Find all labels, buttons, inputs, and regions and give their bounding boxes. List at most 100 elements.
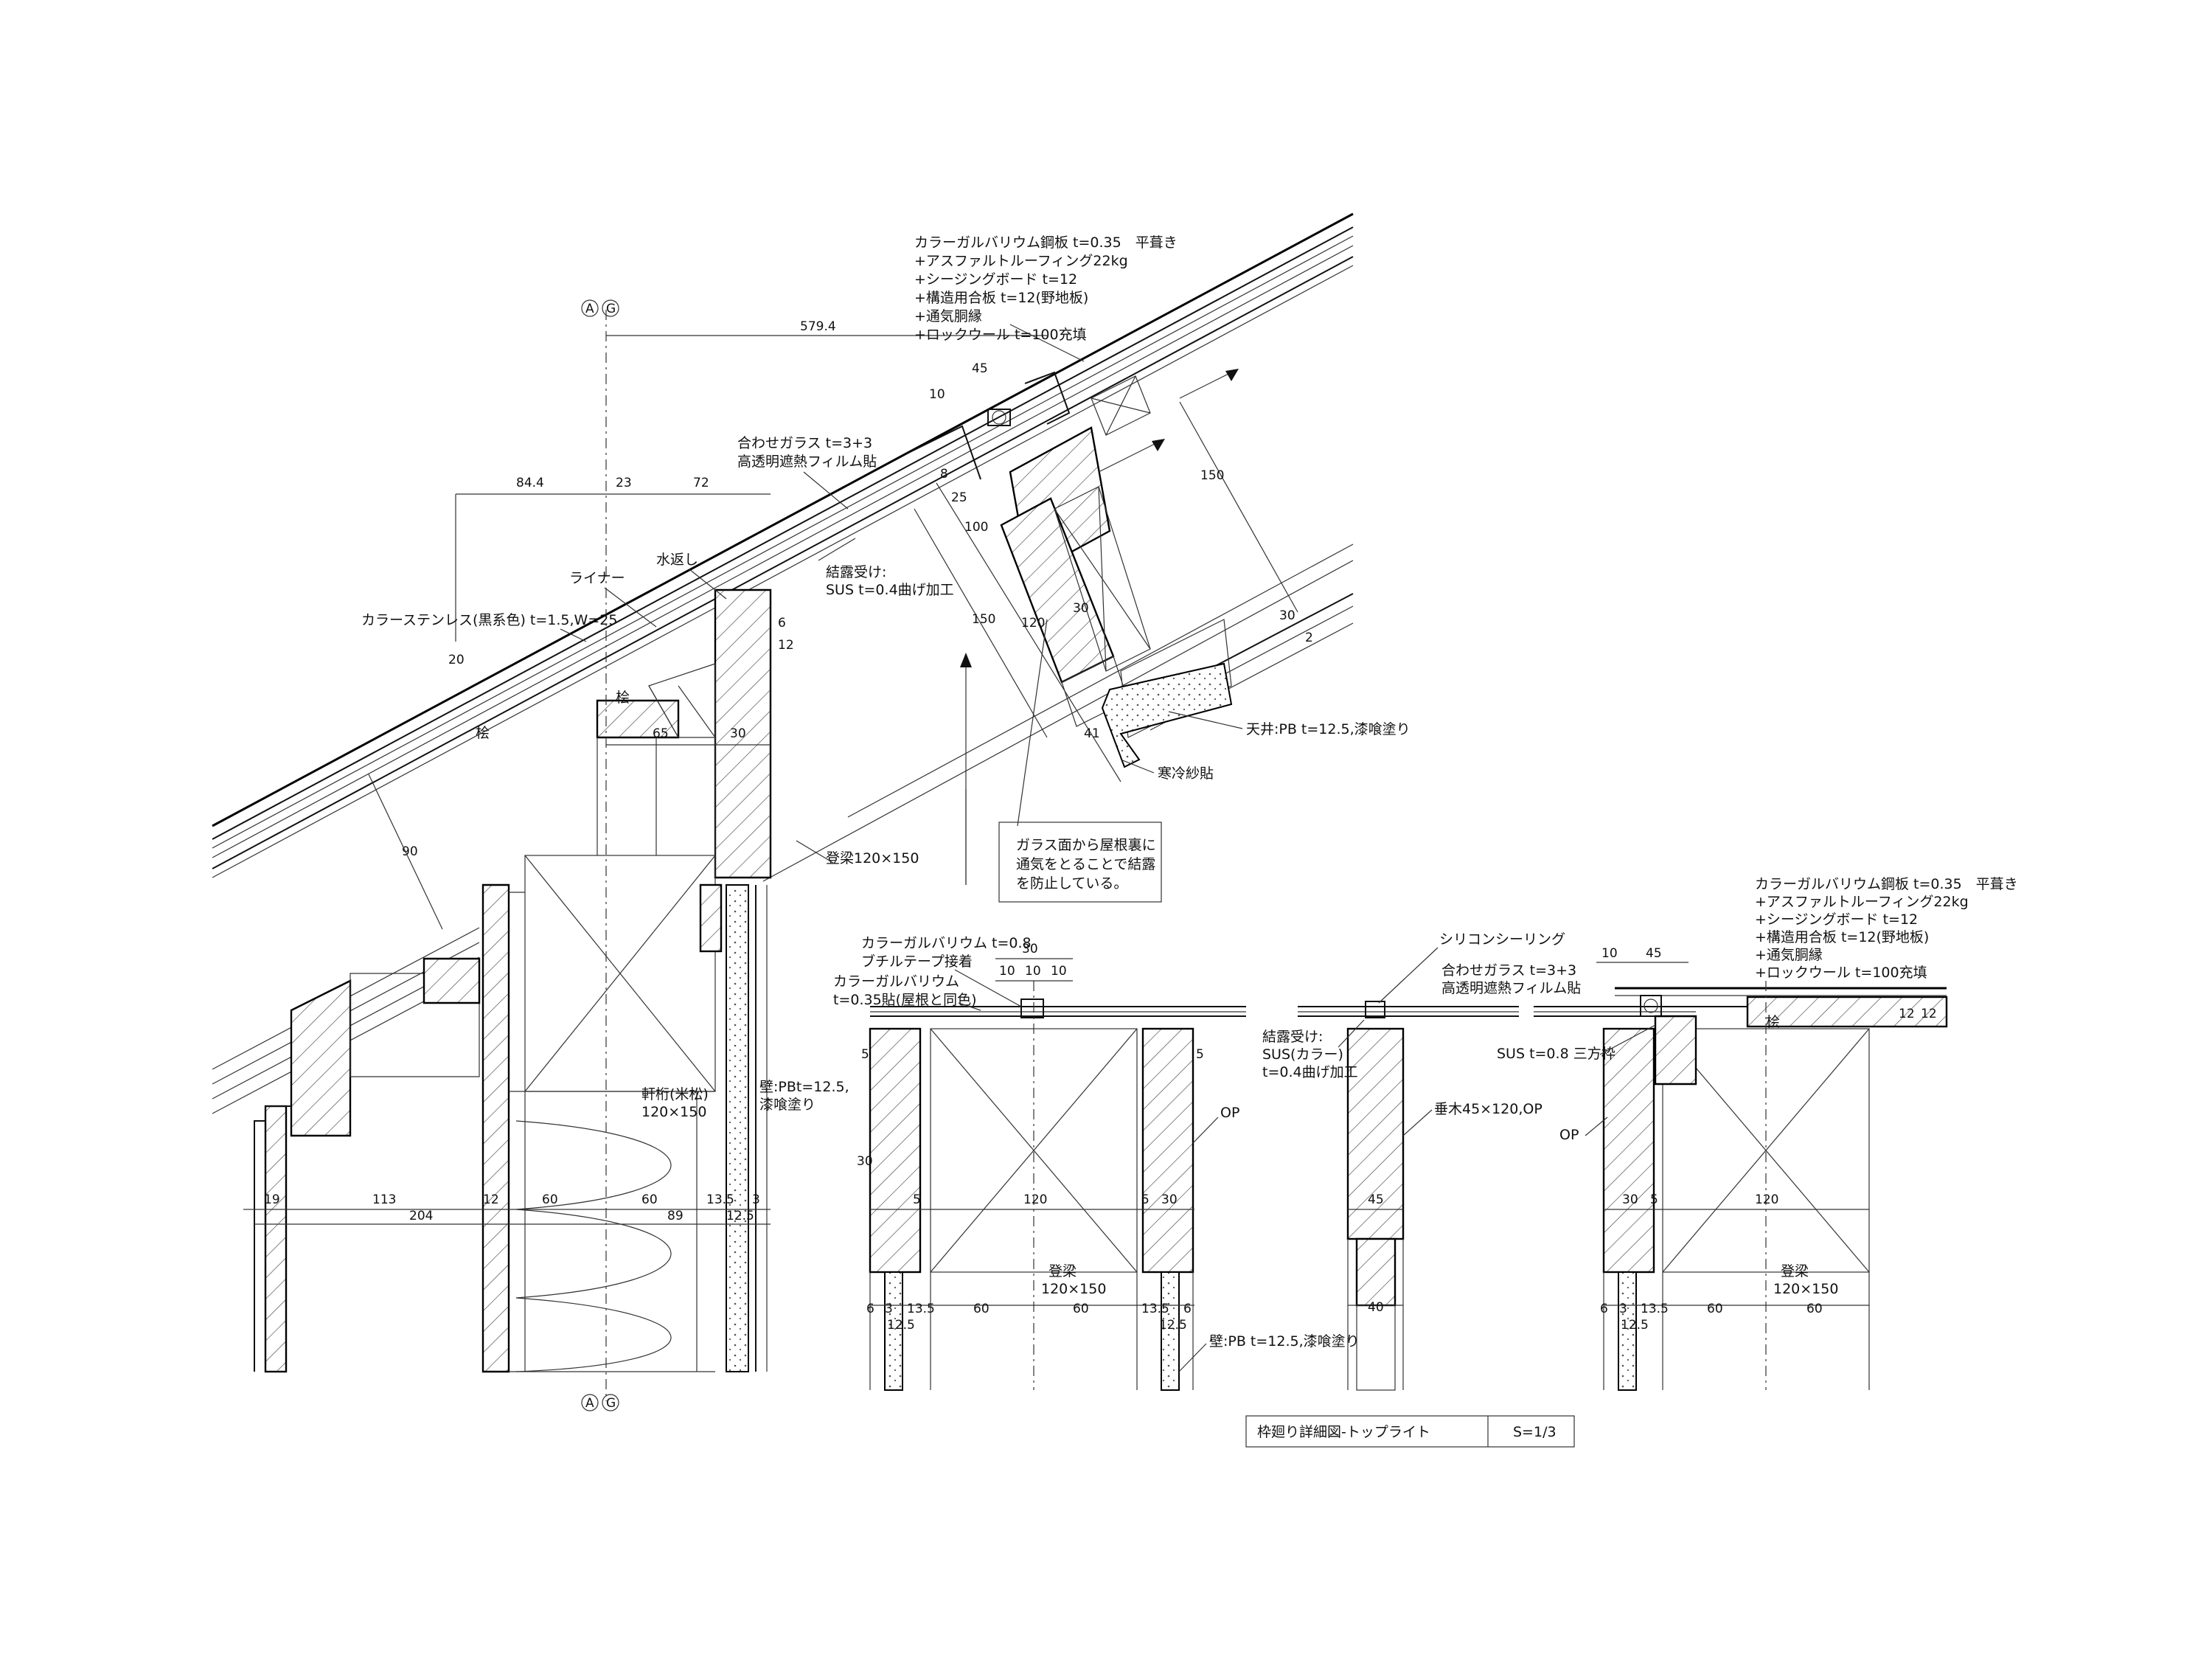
- dim-6: 6: [778, 616, 786, 631]
- grid-label-a-top: A: [585, 302, 594, 316]
- secb-dim-30b: 30: [1161, 1192, 1178, 1207]
- dim-135: 13.5: [706, 1192, 734, 1207]
- roof-spec-line-6: +ロックウール t=100充填: [914, 327, 1087, 343]
- label-stainless: カラーステンレス(黒系色) t=1.5,W=25: [361, 612, 617, 628]
- label-eave-beam-2: 120×150: [641, 1104, 706, 1120]
- dim-150b: 150: [972, 612, 995, 627]
- roof-spec-top: カラーガルバリウム鋼板 t=0.35 平葺き +アスファルトルーフィング22kg…: [914, 235, 1178, 343]
- dim-150: 150: [1200, 468, 1224, 483]
- dim-3: 3: [752, 1192, 760, 1207]
- label-sus-frame: SUS t=0.8 三方枠: [1497, 1046, 1615, 1062]
- dim-12b: 12: [778, 638, 794, 653]
- grid-label-g-bottom: G: [606, 1396, 616, 1411]
- secb-dim-120: 120: [1023, 1192, 1047, 1207]
- secb-dim-135b: 13.5: [1141, 1302, 1169, 1316]
- secb-dim-5a: 5: [913, 1192, 921, 1207]
- roof-spec-r-line-4: +構造用合板 t=12(野地板): [1755, 929, 1929, 945]
- secb-dim-125b: 12.5: [1159, 1318, 1187, 1333]
- secb-dim-60b: 60: [1073, 1302, 1089, 1316]
- label-condensation-1: 結露受け:: [826, 564, 886, 580]
- secd-dim-12b: 12: [1921, 1007, 1937, 1021]
- roof-spec-line-4: +構造用合板 t=12(野地板): [914, 290, 1088, 306]
- roof-spec-right: カラーガルバリウム鋼板 t=0.35 平葺き +アスファルトルーフィング22kg…: [1755, 876, 2018, 981]
- secd-dim-3: 3: [1619, 1302, 1627, 1316]
- label-film: 高透明遮熱フィルム貼: [737, 454, 877, 470]
- grid-marker-a-top: [581, 299, 599, 317]
- dim-20: 20: [448, 653, 465, 667]
- roof-spec-line-2: +アスファルトルーフィング22kg: [914, 253, 1128, 269]
- label-op-d: OP: [1559, 1127, 1579, 1143]
- roof-spec-line-5: +通気胴縁: [914, 308, 982, 324]
- grid-label-a-bottom: A: [585, 1396, 594, 1411]
- label-eave-beam-1: 軒桁(米松): [641, 1086, 709, 1102]
- dim-100: 100: [964, 520, 988, 535]
- secb-dim-5d: 5: [1196, 1047, 1204, 1062]
- dim-125: 12.5: [726, 1209, 754, 1223]
- section-c: 45 40 シリコンシーリング 合わせガラス t=3+3 高透明遮熱フィルム貼 …: [1262, 931, 1581, 1391]
- roof-spec-line-1: カラーガルバリウム鋼板 t=0.35 平葺き: [914, 235, 1178, 251]
- dim-72: 72: [693, 476, 709, 490]
- drawing-title: 枠廻り詳細図-トップライト: [1257, 1424, 1430, 1440]
- section-d: 30 5 120 6 3 13.5 60 60 12.5 10 45 12 12…: [1497, 876, 2018, 1391]
- secd-dim-60a: 60: [1707, 1302, 1723, 1316]
- label-glass-c: 合わせガラス t=3+3: [1441, 962, 1576, 979]
- label-beam-b-d: 120×150: [1773, 1281, 1838, 1297]
- dim-19: 19: [264, 1192, 280, 1207]
- roof-spec-r-line-3: +シージングボード t=12: [1755, 911, 1918, 928]
- dim-60b: 60: [641, 1192, 658, 1207]
- dim-12: 12: [483, 1192, 499, 1207]
- label-beam-b: 120×150: [1041, 1281, 1106, 1297]
- dim-5794: 579.4: [800, 319, 836, 334]
- drawing-scale: S=1/3: [1513, 1424, 1557, 1440]
- secd-dim-12a: 12: [1899, 1007, 1915, 1021]
- title-block: 枠廻り詳細図-トップライト S=1/3: [1245, 1415, 1575, 1448]
- secb-dim-6a: 6: [866, 1302, 874, 1316]
- dim-30b: 30: [1073, 601, 1089, 616]
- dim-844: 84.4: [516, 476, 544, 490]
- roof-section: 19 113 12 60 60 13.5 3 204 89 12.5 579.4…: [212, 212, 1411, 1411]
- label-water-stop: 水返し: [656, 552, 698, 568]
- secd-dim-125: 12.5: [1621, 1318, 1649, 1333]
- roof-spec-r-line-2: +アスファルトルーフィング22kg: [1755, 894, 1969, 910]
- secb-dim-5b: 5: [1141, 1192, 1150, 1207]
- label-silicone: シリコンシーリング: [1439, 931, 1565, 948]
- dim-60: 60: [542, 1192, 558, 1207]
- note-box: [998, 822, 1162, 903]
- secd-dim-45: 45: [1646, 946, 1662, 961]
- label-wall-2: 漆喰塗り: [759, 1096, 815, 1113]
- roof-spec-r-line-1: カラーガルバリウム鋼板 t=0.35 平葺き: [1755, 876, 2018, 892]
- label-cond-color-3: t=0.4曲げ加工: [1262, 1064, 1358, 1080]
- secb-dim-10b: 10: [1025, 964, 1041, 979]
- label-ceiling: 天井:PB t=12.5,漆喰塗り: [1246, 720, 1411, 737]
- dim-45: 45: [972, 361, 988, 376]
- dim-204: 204: [409, 1209, 433, 1223]
- label-galv: カラーガルバリウム: [833, 973, 959, 990]
- label-cold-cloth: 寒冷紗貼: [1158, 765, 1214, 782]
- secb-dim-30top: 30: [1022, 942, 1038, 956]
- label-beam-a-d: 登梁: [1781, 1263, 1809, 1279]
- dim-23: 23: [616, 476, 632, 490]
- label-rafter-beam: 登梁120×150: [826, 850, 919, 866]
- secd-dim-6: 6: [1600, 1302, 1608, 1316]
- dim-113: 113: [372, 1192, 396, 1207]
- label-cypress-d: 桧: [1766, 1014, 1780, 1030]
- dim-120: 120: [1021, 616, 1045, 631]
- label-beam-a: 登梁: [1048, 1263, 1077, 1279]
- label-cypress-2: 桧: [476, 725, 490, 741]
- label-mullion: 垂木45×120,OP: [1434, 1101, 1543, 1117]
- secd-dim-30: 30: [1622, 1192, 1638, 1207]
- label-liner: ライナー: [569, 570, 625, 586]
- section-b: 30 5 120 5 30 6 3 13.5 60 60 13.5 6 12.5…: [833, 935, 1360, 1391]
- secd-dim-5: 5: [1650, 1192, 1658, 1207]
- secc-dim-45: 45: [1368, 1192, 1384, 1207]
- secd-dim-60b: 60: [1806, 1302, 1823, 1316]
- secb-dim-30a: 30: [857, 1154, 873, 1169]
- label-wall-1: 壁:PBt=12.5,: [759, 1079, 849, 1095]
- dim-2: 2: [1305, 631, 1313, 645]
- secb-dim-60a: 60: [973, 1302, 990, 1316]
- secb-dim-6b: 6: [1183, 1302, 1192, 1316]
- secb-dim-135a: 13.5: [907, 1302, 935, 1316]
- secd-dim-10: 10: [1601, 946, 1618, 961]
- label-op-b: OP: [1220, 1105, 1239, 1121]
